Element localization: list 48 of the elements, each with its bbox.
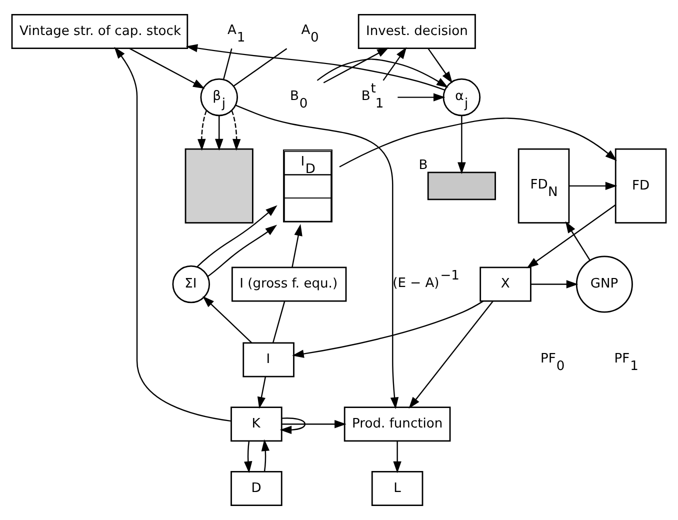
arrow [531,280,578,288]
connector [233,48,288,87]
arrow [282,420,346,428]
node-box: Invest. decision [358,14,476,50]
node-circle: GNP [576,256,633,313]
arrow [393,441,402,474]
arrow [428,48,453,84]
node-box: K [230,406,282,442]
arrow [261,439,270,472]
node-box: L [371,470,424,506]
arrow [196,205,278,268]
arrow [292,224,302,268]
node-box: D [230,470,282,506]
node-box: I (gross f. equ.) [231,266,347,302]
node-circle: ΣI [172,265,210,304]
node-box: I [242,342,294,378]
arrow [323,48,389,84]
arrow [569,182,618,190]
arrow [257,376,266,409]
node-box: Vintage str. of cap. stock [11,14,188,50]
arrow [382,47,407,81]
arrow [202,296,252,344]
node-box: FD [614,148,667,224]
arrow [244,441,252,474]
arrow [186,44,446,91]
node-bar [427,172,496,200]
node-label: B [418,158,428,173]
arrow [316,58,448,88]
arrow [129,48,205,89]
arrow [231,110,241,151]
arrow [114,46,232,422]
arrow [280,418,306,434]
arrow [207,224,278,277]
arrow [408,300,494,409]
arrow [292,300,484,358]
arrow [458,116,466,174]
node-box: Prod. function [344,406,451,442]
arrow [339,118,617,168]
connector [222,48,232,80]
node-box: X [480,266,532,302]
arrow [215,116,224,151]
node-box [184,148,254,224]
arrow [236,104,399,410]
arrow [526,204,616,268]
connector [272,301,286,344]
arrow [398,93,446,102]
arrow [565,221,590,261]
arrow [198,110,207,151]
